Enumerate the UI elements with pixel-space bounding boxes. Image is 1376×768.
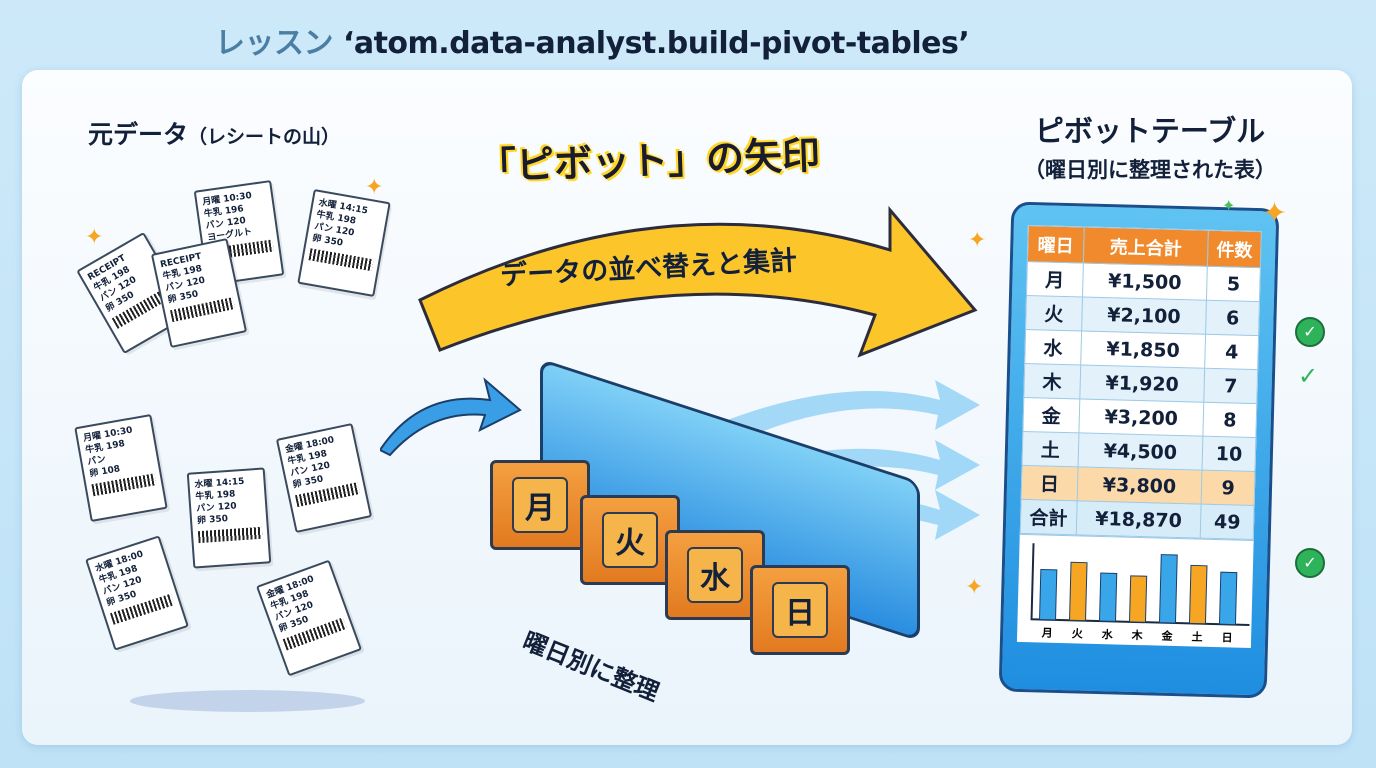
- pile-shadow: [130, 690, 365, 712]
- table-cell: 8: [1203, 402, 1257, 438]
- total-cell: ¥18,870: [1075, 500, 1202, 539]
- chart-bar: [1098, 572, 1118, 622]
- check-icon: ✓: [1295, 317, 1325, 347]
- sparkle-icon: ✦: [1222, 196, 1236, 215]
- sparkle-icon: ✦: [1262, 196, 1288, 231]
- chart-bar: [1039, 568, 1058, 621]
- table-cell: 金: [1022, 397, 1080, 433]
- chart-tick-label: 木: [1130, 628, 1143, 642]
- table-cell: 月: [1026, 261, 1083, 297]
- bin-tuesday: 火: [580, 495, 680, 585]
- table-cell: 日: [1021, 465, 1078, 501]
- total-cell: 合計: [1020, 499, 1077, 535]
- table-cell: ¥4,500: [1077, 432, 1204, 471]
- table-cell: 9: [1201, 470, 1255, 506]
- chart-tick-label: 金: [1160, 629, 1173, 643]
- chart-bar: [1069, 561, 1088, 622]
- barcode-icon: [197, 526, 263, 544]
- lesson-title: レッスン ‘atom.data-analyst.build-pivot-tabl…: [215, 26, 970, 61]
- table-cell: ¥3,200: [1078, 398, 1205, 437]
- table-cell: 7: [1204, 368, 1258, 404]
- table-cell: 土: [1022, 431, 1079, 467]
- pivot-table-heading: ピボットテーブル（曜日別に整理された表）: [1024, 114, 1276, 182]
- table-cell: ¥1,850: [1080, 330, 1206, 369]
- chart-axis: [1030, 543, 1250, 626]
- table-cell: ¥3,800: [1076, 466, 1203, 505]
- sparkle-icon: ✦: [965, 575, 984, 600]
- bin-monday: 月: [490, 460, 590, 550]
- sparkle-icon: ✦: [85, 225, 104, 250]
- table-cell: 木: [1023, 363, 1081, 399]
- check-icon: ✓: [1295, 548, 1325, 578]
- table-cell: ¥2,100: [1081, 296, 1207, 335]
- chart-tick-label: 水: [1101, 627, 1113, 641]
- col-weekday: 曜日: [1027, 225, 1084, 263]
- table-cell: ¥1,500: [1082, 262, 1208, 301]
- table-cell: 水: [1024, 329, 1082, 365]
- chart-bar: [1158, 554, 1178, 624]
- sparkle-icon: ✦: [365, 175, 384, 200]
- chart-bar: [1218, 571, 1238, 626]
- chart-tick-label: 火: [1071, 627, 1083, 640]
- bin-sunday: 日: [750, 565, 850, 655]
- chart-tick-label: 土: [1191, 629, 1202, 643]
- sparkle-icon: ✦: [968, 228, 987, 253]
- chart-bar: [1128, 575, 1148, 623]
- chart-bar: [1188, 564, 1208, 625]
- table-cell: 4: [1204, 334, 1259, 370]
- chart-tick-label: 月: [1041, 626, 1053, 639]
- table-cell: 火: [1025, 295, 1083, 331]
- col-count: 件数: [1207, 230, 1262, 268]
- source-data-heading: 元データ（レシートの山）: [88, 120, 341, 149]
- bin-wednesday: 水: [665, 530, 765, 620]
- check-icon: ✓: [1298, 362, 1319, 390]
- col-sales-total: 売上合計: [1082, 226, 1209, 267]
- table-cell: 10: [1202, 436, 1256, 472]
- table-cell: 6: [1205, 300, 1260, 336]
- table-cell: 5: [1206, 266, 1261, 302]
- table-cell: ¥1,920: [1079, 364, 1205, 403]
- total-cell: 49: [1200, 504, 1255, 540]
- mini-bar-chart: 月火水木金土日: [1016, 533, 1254, 648]
- chart-tick-label: 日: [1221, 631, 1232, 644]
- pivot-arrow-icon: [418, 205, 978, 358]
